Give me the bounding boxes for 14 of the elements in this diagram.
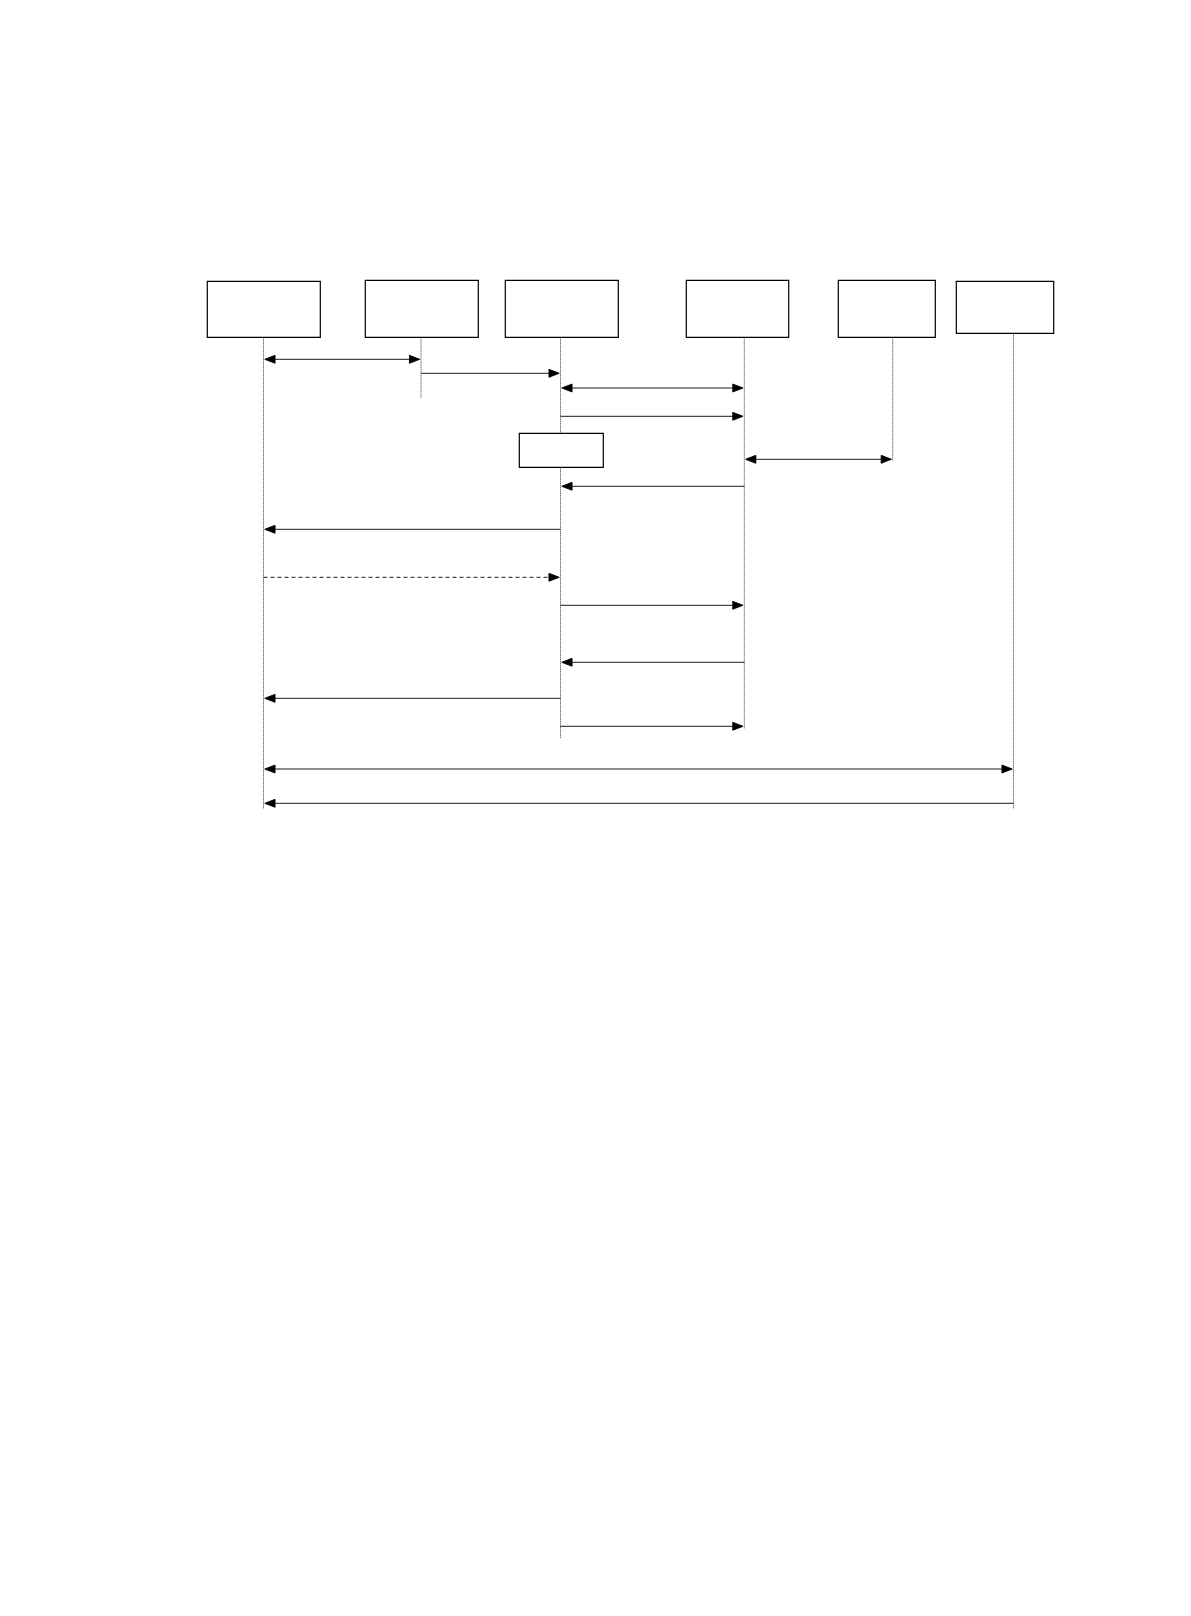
double-arrow <box>561 383 744 393</box>
arrow <box>560 411 744 421</box>
double-arrow <box>745 454 892 464</box>
arrow <box>264 798 1014 808</box>
arrow <box>420 368 560 378</box>
arrow <box>264 524 561 534</box>
arrow <box>560 721 744 731</box>
double-arrow <box>264 764 1013 774</box>
arrow <box>264 693 561 703</box>
double-arrow <box>264 354 421 364</box>
arrow <box>561 481 745 491</box>
arrow <box>560 600 744 610</box>
arrow <box>561 657 745 667</box>
dashed-arrow <box>263 572 560 582</box>
